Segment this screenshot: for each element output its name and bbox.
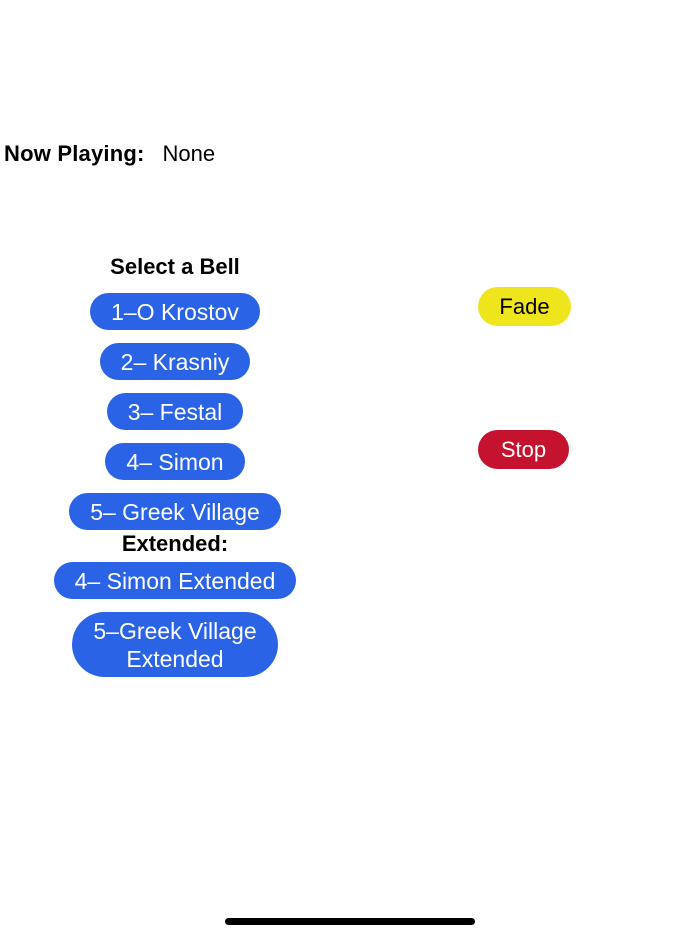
now-playing-row: Now Playing: None [4,141,215,167]
stop-button[interactable]: Stop [478,430,569,469]
select-bell-heading: Select a Bell [110,254,240,279]
bell-button-2-krasniy[interactable]: 2– Krasniy [99,343,251,380]
now-playing-label: Now Playing: [4,141,145,166]
home-indicator[interactable] [225,918,475,925]
bell-button-5-greek-village[interactable]: 5– Greek Village [69,493,281,530]
bell-button-4-simon-extended[interactable]: 4– Simon Extended [53,562,297,599]
fade-button[interactable]: Fade [478,287,571,326]
now-playing-value: None [162,141,216,166]
bell-list: Select a Bell 1–O Krostov 2– Krasniy 3– … [0,255,350,677]
extended-heading: Extended: [121,531,229,556]
bell-button-5-greek-village-extended[interactable]: 5–Greek Village Extended [72,612,278,677]
bell-button-3-festal[interactable]: 3– Festal [106,393,244,430]
bell-button-1-o-krostov[interactable]: 1–O Krostov [90,293,260,330]
bell-button-4-simon[interactable]: 4– Simon [105,443,245,480]
